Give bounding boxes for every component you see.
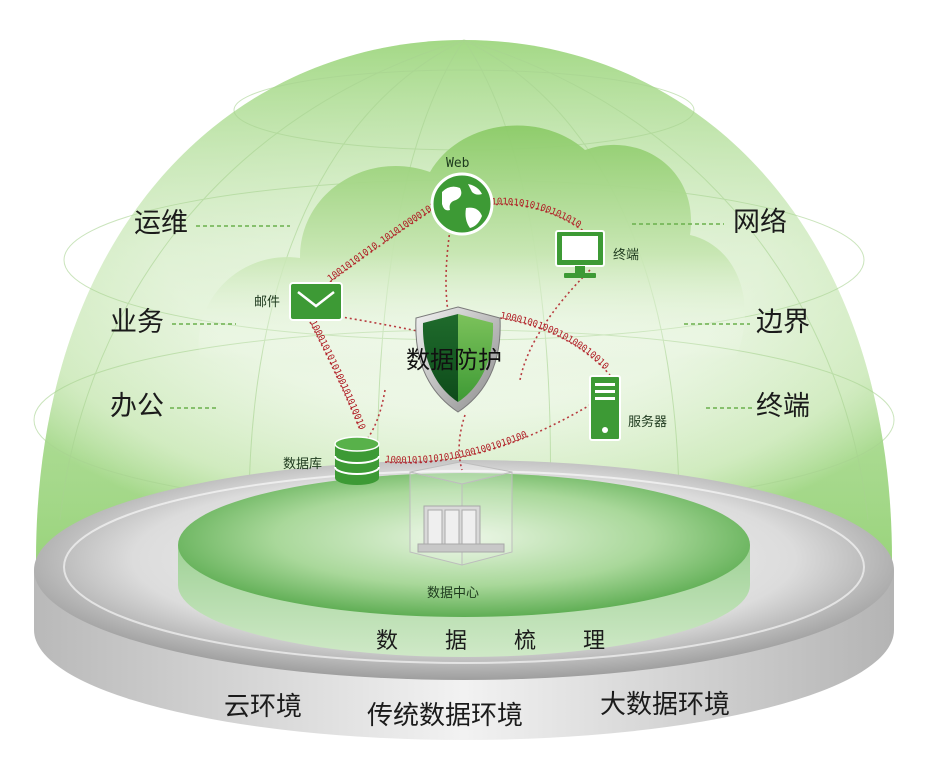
shield-icon (415, 306, 501, 413)
label-server: 服务器 (628, 415, 668, 430)
label-web: Web (446, 156, 470, 171)
label-data-protection: 数据防护 (406, 346, 502, 374)
label-ops: 运维 (134, 208, 188, 239)
server-icon (589, 375, 621, 441)
globe-icon (430, 172, 494, 236)
label-business: 业务 (110, 307, 164, 338)
label-bigdata-env: 大数据环境 (600, 690, 731, 720)
label-boundary: 边界 (756, 307, 810, 338)
side-connectors (170, 223, 752, 409)
label-network: 网络 (733, 207, 787, 238)
label-cloud-env: 云环境 (224, 692, 303, 722)
label-endpoint: 终端 (756, 391, 810, 422)
label-terminal: 终端 (613, 248, 640, 263)
database-icon (334, 436, 380, 485)
label-office: 办公 (110, 391, 164, 422)
label-data-sorting: 数 据 梳 理 (376, 629, 625, 654)
monitor-icon (555, 230, 605, 278)
label-traditional-env: 传统数据环境 (367, 701, 524, 731)
datacenter-cube (409, 461, 513, 566)
mail-icon (289, 282, 343, 321)
label-mail: 邮件 (254, 295, 281, 310)
label-database: 数据库 (283, 457, 323, 472)
label-datacenter: 数据中心 (427, 586, 480, 601)
